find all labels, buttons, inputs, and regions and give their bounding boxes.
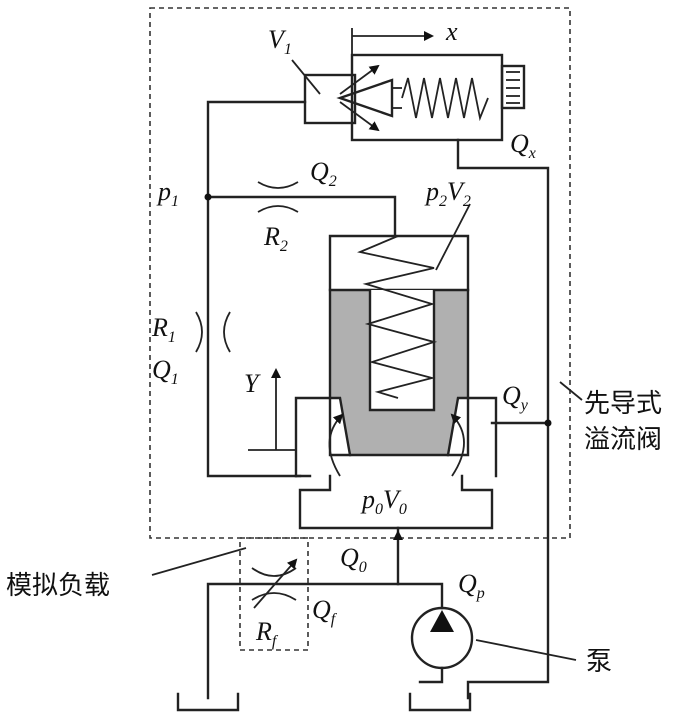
label-qx: Qx [510,129,536,162]
tank-left [176,692,240,712]
label-q1: Q1 [152,355,179,388]
annotation-relief-valve-1: 先导式 [584,389,662,419]
tank-right [408,692,472,712]
pilot-valve [291,28,526,142]
orifice-r1 [195,311,231,353]
orifice-r2 [257,181,299,213]
label-x: x [445,17,458,46]
pump [410,606,577,670]
label-q2: Q2 [310,157,337,190]
label-qf: Qf [312,595,338,628]
label-qp: Qp [458,569,485,602]
label-r1: R1 [151,313,176,346]
annotation-simulated-load: 模拟负载 [6,571,110,601]
junction-p1 [204,193,212,201]
label-p0v0: p0V0 [360,485,407,518]
label-v1: V1 [268,25,292,58]
label-rf: Rf [255,617,279,650]
junction-qy [544,419,552,427]
main-valve [248,203,583,560]
relief-valve-boundary [149,7,571,539]
simulated-load [151,537,309,651]
label-p1: p1 [156,177,179,210]
label-y: Y [244,369,261,398]
label-qy: Qy [502,381,529,414]
label-q0: Q0 [340,543,367,576]
annotation-pump: 泵 [586,647,612,677]
label-p2v2: p2V2 [424,177,471,210]
label-r2: R2 [263,222,288,255]
annotation-relief-valve-2: 溢流阀 [584,425,662,455]
